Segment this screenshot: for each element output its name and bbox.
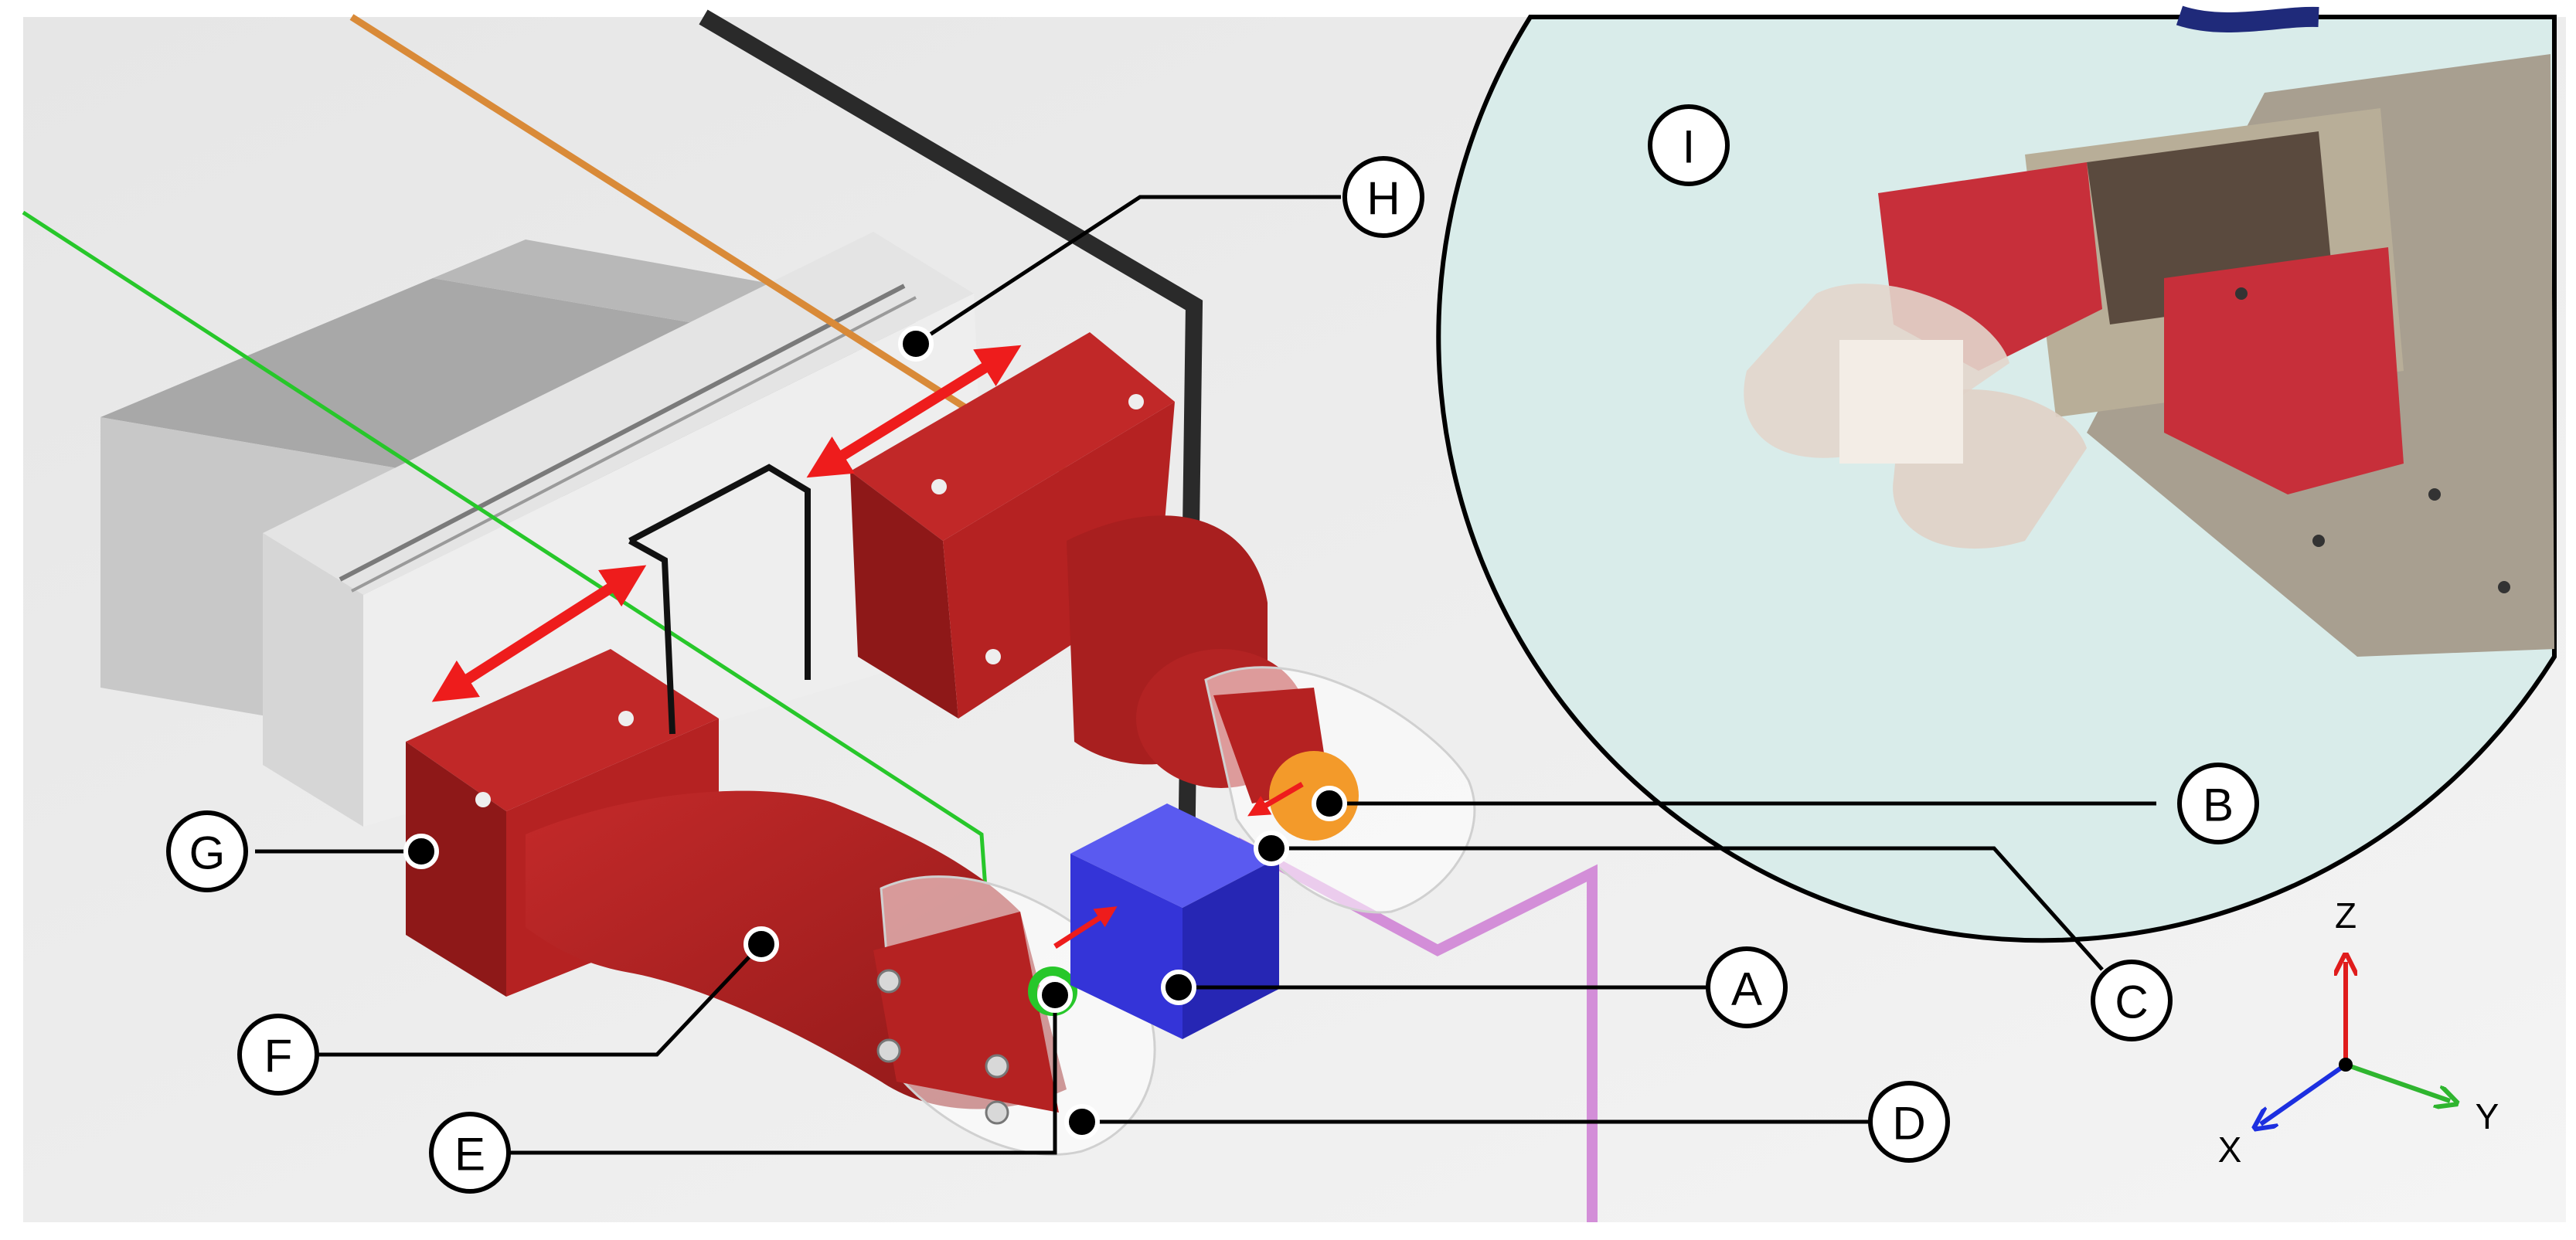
callout-I: I — [1648, 104, 1730, 186]
callout-G: G — [166, 810, 248, 892]
callout-label-B: B — [2203, 780, 2234, 831]
callout-F: F — [237, 1014, 319, 1096]
callout-label-G: G — [189, 827, 226, 879]
axes-triad: Z Y X — [2218, 895, 2499, 1170]
callout-label-D: D — [1892, 1098, 1925, 1150]
axis-label-z: Z — [2335, 895, 2357, 936]
force-arrow-small-2 — [1247, 781, 1304, 817]
force-arrow-small-1 — [1053, 906, 1118, 949]
callout-H: H — [1342, 156, 1424, 238]
callout-label-E: E — [454, 1129, 485, 1181]
h-bracket-2 — [628, 538, 675, 735]
callout-C: C — [2091, 960, 2173, 1041]
callout-label-I: I — [1683, 121, 1696, 173]
motion-arrow-back — [806, 345, 1022, 478]
front-finger — [406, 649, 1156, 1156]
inset-photo — [1436, 5, 2557, 943]
leader-dots — [403, 326, 1347, 1140]
callout-D: D — [1868, 1081, 1950, 1163]
h-bracket — [628, 464, 811, 680]
callout-B: B — [2177, 763, 2259, 844]
callout-label-F: F — [264, 1031, 293, 1082]
green-wire — [22, 210, 988, 889]
motion-arrow-front — [431, 565, 647, 702]
blue-cube — [1070, 803, 1279, 1039]
axis-label-x: X — [2218, 1130, 2242, 1170]
callout-A: A — [1706, 946, 1788, 1028]
leader-lines — [255, 195, 2156, 1155]
callout-label-H: H — [1366, 173, 1400, 225]
axis-label-y: Y — [2476, 1096, 2499, 1136]
callout-label-C: C — [2115, 977, 2148, 1028]
callout-label-A: A — [1731, 963, 1762, 1015]
callout-E: E — [429, 1112, 511, 1194]
